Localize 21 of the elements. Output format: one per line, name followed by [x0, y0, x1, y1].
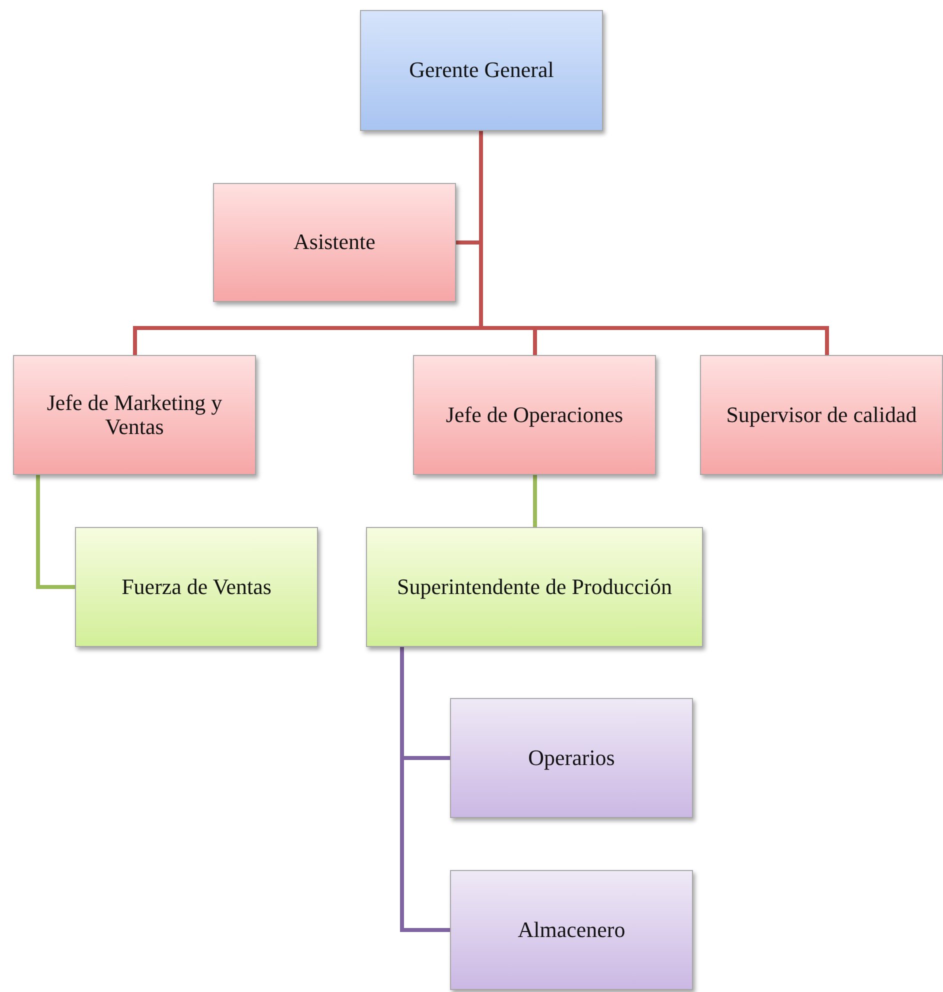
position-title: Superintendente de Producción — [396, 574, 673, 600]
position-box — [413, 355, 656, 475]
position-box — [13, 355, 256, 475]
position-title: Supervisor de calidad — [725, 402, 918, 428]
position-title: Fuerza de Ventas — [120, 574, 272, 600]
position-title: Jefe de Operaciones — [444, 402, 624, 428]
position-title: Almacenero — [516, 918, 626, 942]
position-title: Operarios — [527, 746, 616, 770]
position-title: Gerente General — [408, 58, 555, 83]
position-title: Asistente — [292, 230, 376, 255]
position-title: Jefe de Marketing y Ventas — [46, 390, 224, 440]
connector-line — [36, 475, 75, 589]
position-box — [450, 870, 693, 990]
connector-line — [533, 475, 537, 527]
connector-line — [400, 647, 450, 932]
position-box — [75, 527, 318, 647]
position-box — [366, 527, 703, 647]
position-box — [450, 698, 693, 818]
position-box — [360, 10, 603, 131]
position-box — [700, 355, 943, 475]
position-box — [213, 183, 456, 302]
